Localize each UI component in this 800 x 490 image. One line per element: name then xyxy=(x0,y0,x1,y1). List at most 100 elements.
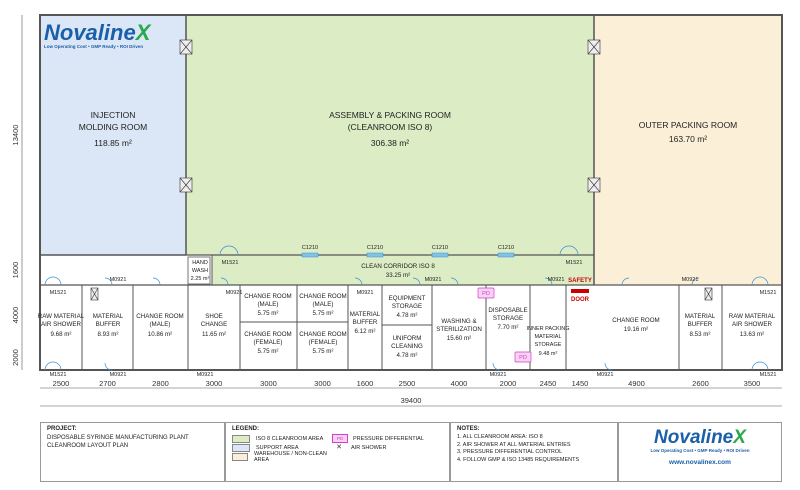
logo-text: Novaline xyxy=(654,427,734,448)
room-area: 5.75 m² xyxy=(258,348,279,355)
corridor-area: 33.25 m² xyxy=(386,272,410,279)
dimension-label: 2600 xyxy=(692,379,709,388)
outer-wall xyxy=(39,14,783,371)
website-link[interactable]: www.novalinex.com xyxy=(669,459,731,466)
notes-heading: NOTES: xyxy=(457,426,480,432)
room-area: 5.75 m² xyxy=(313,348,334,355)
hand-wash-room xyxy=(187,256,211,285)
dimension-lines xyxy=(21,15,782,407)
room-label: AIR SHOWER xyxy=(41,321,81,328)
room-label: CLEANING xyxy=(391,343,423,350)
room-label: CHANGE ROOM xyxy=(244,331,291,338)
room-area: 13.63 m² xyxy=(740,331,764,338)
room-label: (MALE) xyxy=(313,301,334,308)
svg-text:M1521: M1521 xyxy=(760,290,777,296)
svg-text:M1521: M1521 xyxy=(760,372,777,378)
project-heading: PROJECT: xyxy=(47,426,77,432)
project-panel: PROJECT: DISPOSABLE SYRINGE MANUFACTURIN… xyxy=(40,422,225,482)
dimension-total: 39400 xyxy=(401,396,422,405)
project-line: DISPOSABLE SYRINGE MANUFACTURING PLANT xyxy=(47,435,189,441)
room-label: WASHING & xyxy=(441,318,477,325)
assembly-room-area: 306.38 m² xyxy=(371,138,409,148)
legend-panel: LEGEND: ISO 8 CLEANROOM AREA SUPPORT ARE… xyxy=(225,422,450,482)
svg-text:M0921: M0921 xyxy=(197,372,214,378)
dimension-label: 13400 xyxy=(11,125,20,146)
svg-text:M0921: M0921 xyxy=(226,290,243,296)
room-area: 10.86 m² xyxy=(148,331,172,338)
svg-text:M0921: M0921 xyxy=(490,372,507,378)
brand-tagline: Low Operating Cost • GMP Ready • ROI Dri… xyxy=(650,448,750,453)
corridor-label: CLEAN CORRIDOR ISO 8 xyxy=(361,263,435,270)
legend-label: AIR SHOWER xyxy=(351,444,387,451)
legend-swatch xyxy=(232,434,250,443)
project-line: CLEANROOM LAYOUT PLAN xyxy=(47,443,129,449)
room-label: EQUIPMENT xyxy=(389,295,426,302)
room-label: SHOE xyxy=(205,313,223,320)
svg-text:M0921: M0921 xyxy=(110,277,127,283)
bottom-strip-fill xyxy=(40,285,594,370)
dimension-label: 4000 xyxy=(451,379,468,388)
legend-label: WAREHOUSE / NON-CLEAN AREA xyxy=(254,450,327,463)
dimension-label: 2500 xyxy=(399,379,416,388)
room-area: 8.53 m² xyxy=(690,331,711,338)
svg-text:C1210: C1210 xyxy=(367,245,383,251)
dimension-label: 2000 xyxy=(500,379,517,388)
room-label: CHANGE ROOM xyxy=(299,293,346,300)
svg-text:M0921: M0921 xyxy=(110,372,127,378)
injection-room-area: 118.85 m² xyxy=(94,138,132,148)
svg-text:M0921: M0921 xyxy=(425,277,442,283)
corridor-fill xyxy=(212,255,594,285)
room-area: 9.68 m² xyxy=(51,331,72,338)
door-swings xyxy=(44,245,769,371)
room-label: (FEMALE) xyxy=(254,339,283,346)
legend-swatch xyxy=(232,443,250,452)
pressure-icon: PD PD xyxy=(477,287,532,363)
pressure-icon: PD xyxy=(332,434,348,443)
room-area: 19.16 m² xyxy=(624,326,648,333)
injection-room-label: INJECTION xyxy=(91,110,136,120)
room-label: AIR SHOWER xyxy=(732,321,772,328)
bottom-right-fill xyxy=(594,285,782,370)
room-label: (MALE) xyxy=(150,321,171,328)
injection-room-label: MOLDING ROOM xyxy=(79,122,147,132)
dimension-label: 2500 xyxy=(53,379,70,388)
assembly-room-fill xyxy=(186,15,594,255)
room-label: STORAGE xyxy=(535,342,562,348)
room-area: 8.93 m² xyxy=(98,331,119,338)
room-label: BUFFER xyxy=(353,319,378,326)
legend-label: SUPPORT AREA xyxy=(256,444,299,451)
dimension-label: 2800 xyxy=(152,379,169,388)
note-item: 3. PRESSURE DIFFERENTIAL CONTROL xyxy=(457,449,563,455)
room-label: BUFFER xyxy=(688,321,713,328)
notes-panel: NOTES: 1. ALL CLEANROOM AREA: ISO 8 2. A… xyxy=(450,422,618,482)
outer-room-area: 163.70 m² xyxy=(669,134,707,144)
room-label: RAW MATERIAL xyxy=(729,313,776,320)
room-label: MATERIAL xyxy=(534,334,561,340)
room-label: CHANGE xyxy=(201,321,227,328)
safety-door-label: SAFETY xyxy=(568,278,592,284)
dimension-label: 1600 xyxy=(11,262,20,279)
legend-heading: LEGEND: xyxy=(232,426,259,432)
room-area: 9.48 m² xyxy=(539,351,558,357)
room-label: (FEMALE) xyxy=(309,339,338,346)
hand-wash-area: 2.25 m² xyxy=(191,276,210,282)
dimension-label: 1600 xyxy=(357,379,374,388)
svg-text:M1521: M1521 xyxy=(222,260,239,266)
assembly-room-label: (CLEANROOM ISO 8) xyxy=(348,122,433,132)
room-label: INNER PACKING xyxy=(527,326,570,332)
legend-label: PRESSURE DIFFERENTIAL xyxy=(353,435,424,442)
dimension-label: 3500 xyxy=(744,379,761,388)
safety-door-label: DOOR xyxy=(571,297,590,303)
dimension-label: 3000 xyxy=(314,379,331,388)
room-area: 5.75 m² xyxy=(313,310,334,317)
note-item: 1. ALL CLEANROOM AREA: ISO 8 xyxy=(457,434,543,440)
logo-x: X xyxy=(733,427,746,448)
outer-room-label: OUTER PACKING ROOM xyxy=(639,120,738,130)
room-label: STORAGE xyxy=(392,303,422,310)
dimension-label: 4000 xyxy=(11,307,20,324)
dimension-label: 3000 xyxy=(206,379,223,388)
room-area: 5.75 m² xyxy=(258,310,279,317)
room-area: 7.70 m² xyxy=(498,324,519,331)
room-label: (MALE) xyxy=(258,301,279,308)
